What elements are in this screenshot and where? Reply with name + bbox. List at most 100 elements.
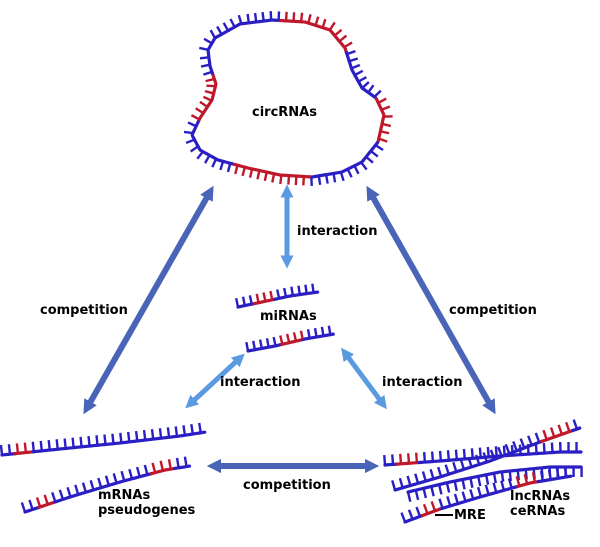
circrna-backbone	[374, 97, 386, 145]
mrna-upper-tick	[126, 431, 131, 443]
mrna-upper-tick	[158, 428, 163, 439]
lncrna-2-tick	[542, 429, 548, 441]
lncrna-2-backbone	[393, 439, 544, 492]
mrna-upper-tick	[95, 435, 99, 446]
lncrna-2-tick	[429, 468, 435, 480]
circrna-tick	[348, 57, 359, 63]
circrna-tick	[199, 100, 209, 108]
lncrna-2-tick	[391, 480, 397, 491]
circrna-tick	[195, 107, 204, 115]
mirna-lower-tick	[258, 339, 263, 349]
circrna-tick	[187, 121, 197, 128]
mirna-upper-backbone	[236, 302, 256, 309]
lncrna-4-tick	[461, 491, 467, 502]
lncrna-3-tick	[430, 486, 435, 497]
lncrna-4-tick	[469, 489, 475, 500]
mrna-lower-tick	[175, 457, 180, 469]
lncrna-4-tick	[507, 478, 513, 489]
mrna-upper-backbone	[0, 452, 18, 457]
circrna-tick	[357, 76, 367, 83]
mirna-upper-tick	[276, 289, 281, 299]
circrna-tick	[253, 12, 258, 23]
circrna-tick	[324, 174, 329, 184]
mirna-upper-tick	[283, 287, 288, 298]
competition-arrow-left	[83, 185, 214, 415]
mirna-lower-tick	[279, 335, 284, 345]
mrna-lower-tick	[143, 464, 149, 476]
circrna-tick	[209, 29, 217, 39]
mirna-lower-tick	[245, 341, 250, 352]
lncrna-4-tick	[555, 468, 560, 479]
mrna-upper-tick	[111, 433, 115, 444]
circrna-backbone	[213, 18, 282, 40]
circrna-tick	[353, 165, 360, 175]
lncrna-1-tick	[470, 448, 474, 459]
lncrna-1-backbone	[383, 462, 399, 467]
lncrna-1-tick	[478, 447, 482, 458]
lncrna-2-tick	[475, 454, 481, 465]
mirna-lower-tick	[292, 332, 298, 342]
mrna-upper-tick	[23, 442, 28, 453]
circrna-tick	[219, 160, 225, 171]
lncrna-4-tick	[400, 512, 407, 523]
mrna-upper-tick	[134, 430, 139, 442]
circrna-tick	[361, 81, 370, 89]
mirna-lower-tick	[313, 327, 318, 338]
mrna-lower-tick	[66, 486, 72, 498]
mrna-lower-tick	[135, 466, 141, 478]
lncrna-2-tick	[414, 473, 420, 484]
lncrna-2-tick	[534, 432, 541, 443]
circrna-tick	[367, 84, 375, 94]
circrna-tick	[370, 150, 379, 158]
mirna-upper-tick	[304, 284, 308, 294]
lncrna-3-tick	[422, 488, 428, 499]
lncrna-1-tick	[542, 442, 546, 454]
circrna-tick	[222, 22, 230, 32]
circrna-tick	[248, 168, 254, 178]
circrna-tick	[339, 171, 345, 182]
mrna-upper-tick	[182, 425, 187, 436]
lncrna-1-tick	[422, 452, 427, 463]
lncrna-4-tick	[492, 482, 498, 493]
circrna-tick	[354, 69, 364, 77]
lncrna-4-backbone	[439, 484, 520, 511]
lncrna-4-tick	[446, 496, 452, 507]
lncrna-strands	[383, 419, 583, 524]
mirna-lower-tick	[285, 333, 291, 343]
circrna-tick	[237, 14, 243, 25]
mrna-upper-tick	[15, 443, 20, 454]
mirna-upper-tick	[255, 293, 260, 303]
mrna-lower-tick	[58, 489, 65, 500]
mrna-upper-tick	[55, 439, 59, 450]
circrna-tick	[328, 21, 336, 31]
circrna-tick	[279, 174, 283, 185]
lncrna-4-tick	[407, 509, 414, 520]
lncrna-2-tick	[519, 438, 526, 449]
mrna-lower-tick	[43, 494, 49, 505]
lncrna-4-tick	[453, 493, 460, 504]
mre-label: MRE	[454, 508, 486, 523]
lncrna-3-tick	[508, 470, 512, 482]
circrna-tick	[302, 176, 306, 186]
circrna-tick	[196, 150, 204, 160]
circrna-backbone	[190, 117, 234, 166]
lncrna-4-tick	[476, 486, 483, 498]
mirna-upper-tick	[269, 290, 274, 301]
lncrna-3-tick	[492, 472, 497, 484]
mrnas-pseudogenes-label: mRNAs pseudogenes	[98, 488, 196, 518]
lncrna-2-tick	[459, 459, 466, 470]
lncrna-2-tick	[564, 421, 571, 433]
interaction-label-left: interaction	[220, 375, 301, 390]
mrna-lower-backbone	[53, 472, 153, 504]
lncrna-2-tick	[572, 419, 579, 430]
circrna-tick	[284, 11, 288, 21]
lncrna-3-tick	[437, 484, 443, 495]
circrna-tick	[287, 175, 291, 185]
lncrna-2-tick	[437, 466, 443, 477]
mirna-lower-tick	[327, 325, 332, 335]
lncrna-3-tick	[414, 489, 420, 501]
mrna-upper-tick	[39, 440, 43, 452]
circrna-tick	[205, 77, 215, 83]
lncrna-4-tick	[415, 506, 422, 517]
interaction-arrow-right	[341, 347, 387, 410]
